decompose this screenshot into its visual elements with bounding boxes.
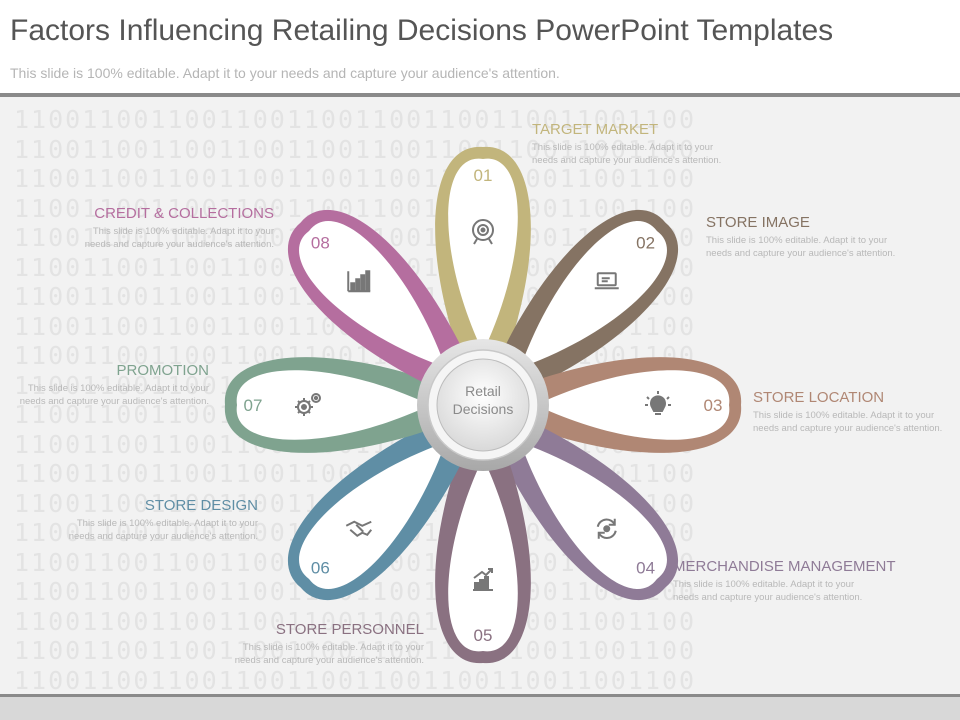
desc-store-personnel: This slide is 100% editable. Adapt it to…	[234, 642, 424, 666]
gears-icon	[295, 393, 321, 416]
label-store-location: STORE LOCATION	[753, 389, 885, 406]
petal-inner-07	[236, 370, 428, 440]
petal-number-06: 06	[311, 559, 330, 578]
petal-number-02: 02	[636, 233, 655, 252]
petal-inner-08	[299, 221, 445, 367]
hub-label-line1: Retail	[465, 383, 501, 399]
label-store-image: STORE IMAGE	[706, 214, 810, 231]
petal-number-01: 01	[474, 166, 493, 185]
desc-store-location: This slide is 100% editable. Adapt it to…	[753, 410, 943, 434]
laptop-icon	[594, 272, 619, 290]
desc-target-market: This slide is 100% editable. Adapt it to…	[532, 142, 722, 166]
handshake-icon	[345, 520, 373, 537]
petal-inner-02	[521, 221, 667, 367]
footer-bar	[0, 697, 960, 720]
target-icon	[472, 219, 494, 245]
header-divider	[0, 93, 960, 97]
label-target-market: TARGET MARKET	[532, 121, 659, 138]
lightbulb-icon	[645, 391, 671, 415]
desc-credit-collections: This slide is 100% editable. Adapt it to…	[84, 226, 274, 250]
slide-title: Factors Influencing Retailing Decisions …	[10, 14, 834, 47]
label-promotion: PROMOTION	[116, 362, 210, 379]
hub-label-line2: Decisions	[453, 401, 514, 417]
label-store-design: STORE DESIGN	[144, 497, 258, 514]
footer-divider	[0, 694, 960, 697]
petal-number-03: 03	[704, 396, 723, 415]
hub-core	[436, 358, 530, 452]
petal-number-07: 07	[244, 396, 263, 415]
label-credit-collections: CREDIT & COLLECTIONS	[94, 205, 274, 222]
desc-store-image: This slide is 100% editable. Adapt it to…	[706, 235, 896, 259]
label-store-personnel: STORE PERSONNEL	[275, 621, 424, 638]
slide-subtitle: This slide is 100% editable. Adapt it to…	[10, 65, 560, 81]
petal-number-05: 05	[474, 626, 493, 645]
petal-inner-01	[448, 158, 518, 350]
petal-number-08: 08	[311, 233, 330, 252]
petal-inner-06	[299, 443, 445, 589]
growth-chart-icon	[473, 568, 493, 591]
desc-promotion: This slide is 100% editable. Adapt it to…	[19, 383, 209, 407]
bar-chart-icon	[347, 270, 371, 293]
petal-number-04: 04	[636, 559, 655, 578]
desc-store-design: This slide is 100% editable. Adapt it to…	[68, 518, 258, 542]
desc-merchandise-management: This slide is 100% editable. Adapt it to…	[673, 579, 863, 603]
petal-inner-05	[448, 460, 518, 652]
refresh-cycle-icon	[596, 518, 617, 539]
petal-inner-04	[521, 443, 667, 589]
label-merchandise-management: MERCHANDISE MANAGEMENT	[673, 558, 896, 575]
petal-inner-03	[538, 370, 730, 440]
